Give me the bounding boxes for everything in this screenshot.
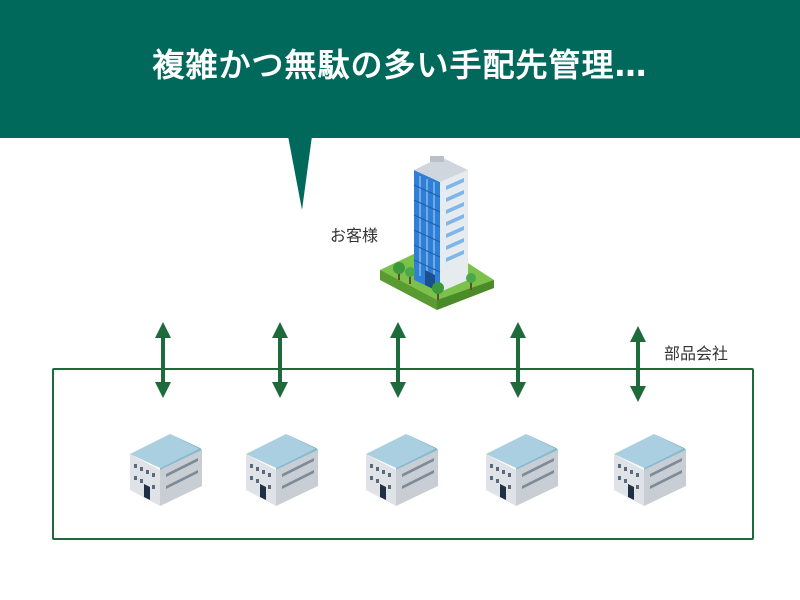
supplier-group-label: 部品会社 (664, 344, 729, 363)
factory-building-icon (614, 434, 686, 506)
arrow-4 (510, 322, 526, 398)
arrow-1 (155, 322, 171, 398)
header-banner: 複雑かつ無駄の多い手配先管理… (0, 0, 800, 138)
factory-building-icon (246, 434, 318, 506)
factory-building-icon (486, 434, 558, 506)
customer-label: お客様 (330, 226, 379, 245)
supplier-group-frame (52, 368, 754, 540)
arrow-3 (390, 322, 406, 398)
arrow-5 (630, 326, 646, 402)
factory-building-icon (366, 434, 438, 506)
banner-title: 複雑かつ無駄の多い手配先管理… (152, 46, 648, 84)
factory-building-icon (130, 434, 202, 506)
arrow-2 (272, 322, 288, 398)
